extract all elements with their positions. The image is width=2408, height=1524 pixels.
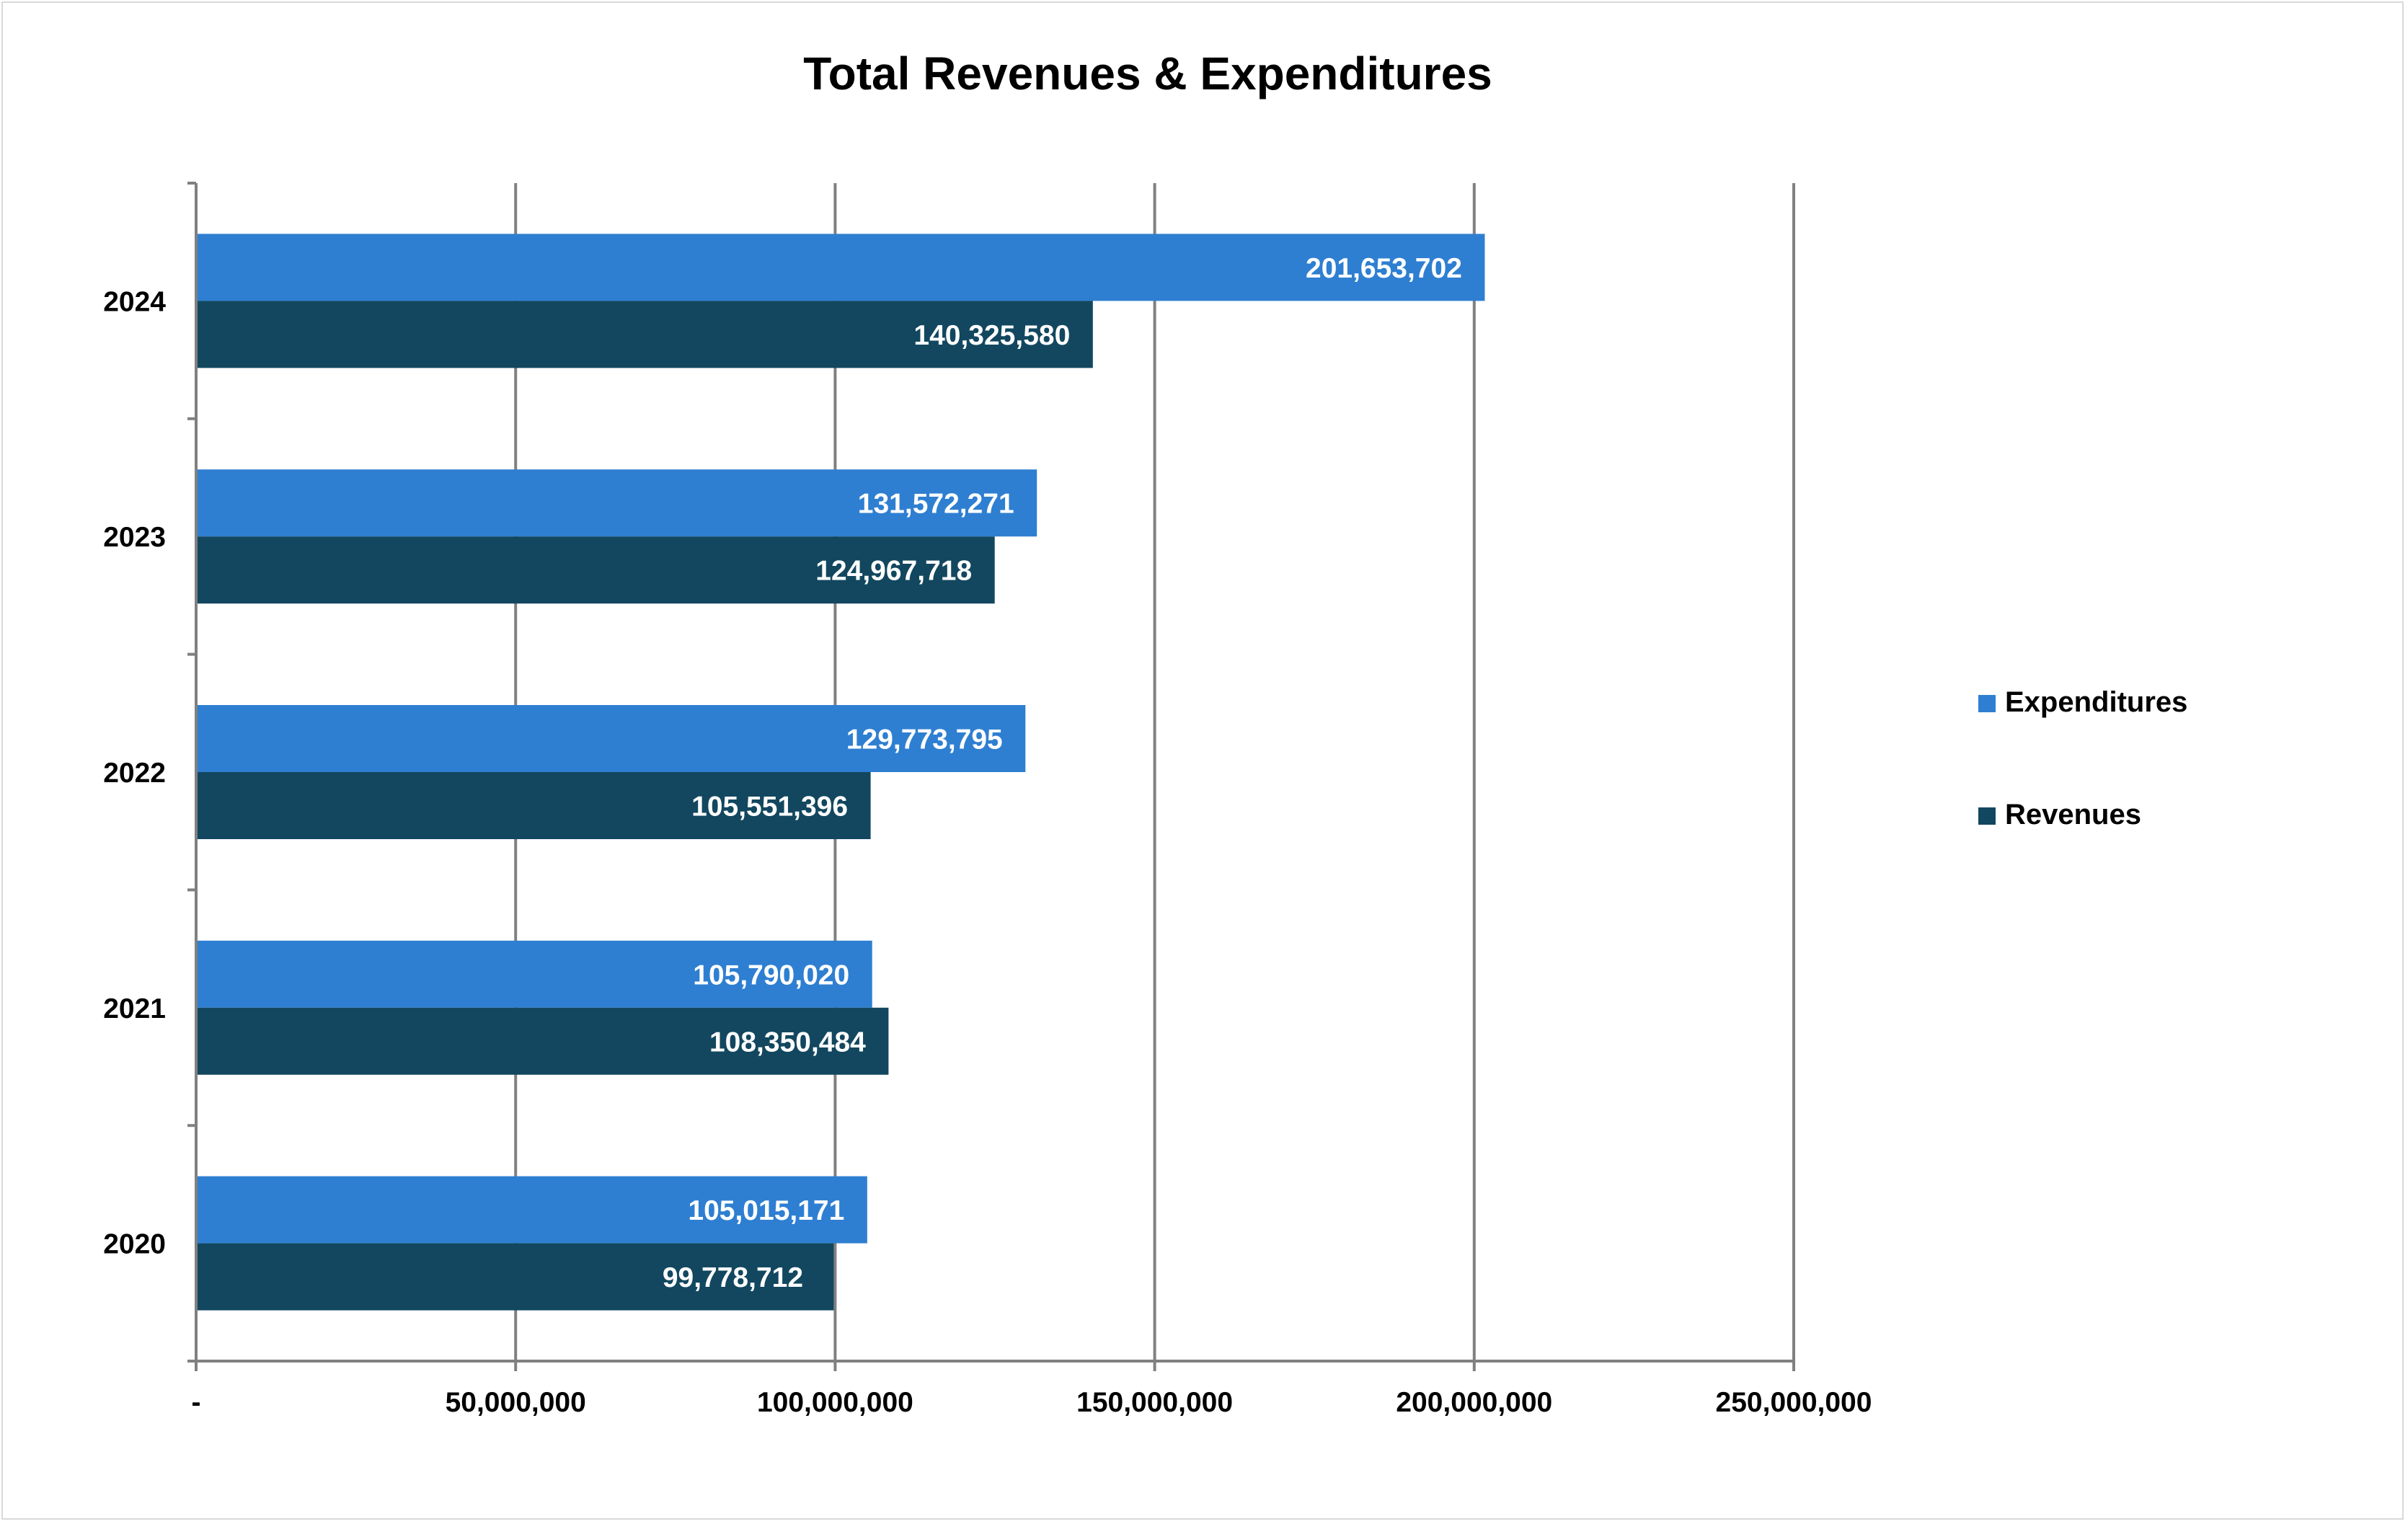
category-label-2024: 2024 [103,286,166,317]
legend-label-revenues: Revenues [2005,799,2141,830]
value-tick-label: 50,000,000 [446,1387,586,1418]
data-label-expenditures-2021: 105,790,020 [693,960,849,991]
bar-revenues-2022 [196,772,871,839]
bar-revenues-2024 [196,301,1093,368]
value-tick-label: 100,000,000 [757,1387,913,1418]
value-tick-label: 250,000,000 [1716,1387,1872,1418]
data-label-revenues-2022: 105,551,396 [691,792,848,823]
category-label-2022: 2022 [103,758,166,789]
category-label-2021: 2021 [103,993,166,1024]
data-label-revenues-2021: 108,350,484 [709,1027,866,1058]
legend-label-expenditures: Expenditures [2005,686,2187,718]
data-label-expenditures-2024: 201,653,702 [1306,253,1462,284]
bar-expenditures-2021 [196,940,872,1008]
data-labels: 201,653,702 140,325,580 131,572,271 124,967… [663,253,1462,1293]
bar-expenditures-2020 [196,1176,867,1244]
value-tick-label: - [192,1387,201,1418]
category-label-2020: 2020 [103,1229,166,1260]
data-label-revenues-2023: 124,967,718 [815,556,972,587]
bars [196,234,1485,1311]
bar-revenues-2020 [196,1243,834,1311]
bar-expenditures-2023 [196,469,1037,537]
value-tick-label: 150,000,000 [1076,1387,1233,1418]
data-label-expenditures-2022: 129,773,795 [846,725,1003,756]
axes: 2024 2023 2022 2021 2020 - 50,000,000 100,000,0… [103,182,1872,1418]
category-label-2023: 2023 [103,522,166,553]
value-tick-label: 200,000,000 [1396,1387,1552,1418]
chart-title: Total Revenues & Expenditures [803,48,1492,99]
legend-swatch-expenditures [1978,695,1996,712]
data-label-expenditures-2023: 131,572,271 [858,489,1014,520]
bar-expenditures-2024 [196,234,1485,301]
bar-revenues-2023 [196,536,995,604]
data-label-revenues-2020: 99,778,712 [663,1262,803,1293]
legend-swatch-revenues [1978,807,1996,825]
data-label-revenues-2024: 140,325,580 [913,320,1070,351]
bar-revenues-2021 [196,1007,889,1075]
data-label-expenditures-2020: 105,015,171 [688,1195,844,1226]
bar-expenditures-2022 [196,705,1026,772]
